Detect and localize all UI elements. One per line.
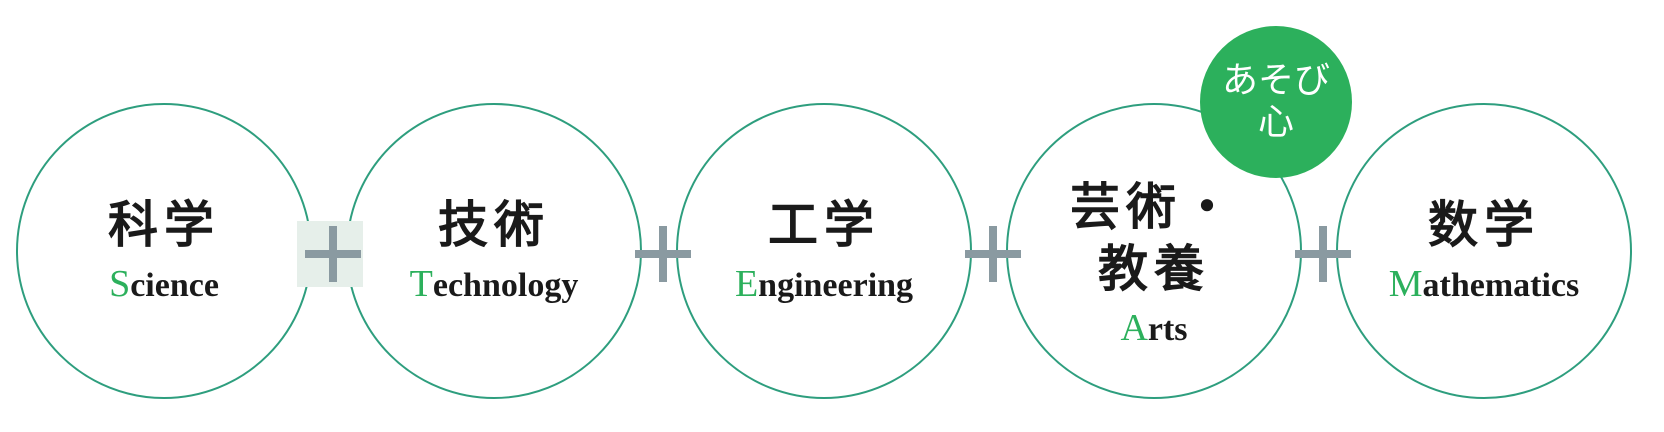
label-en-science: Science	[109, 263, 219, 305]
label-jp-arts: 芸術・ 教養	[1070, 178, 1238, 298]
circle-technology: 技術 Technology	[346, 103, 642, 399]
label-en-arts: Arts	[1120, 307, 1188, 349]
plus-icon	[635, 226, 691, 282]
label-jp-technology: 技術	[438, 196, 550, 254]
label-en-mathematics: Mathematics	[1388, 263, 1580, 305]
label-jp-mathematics: 数学	[1428, 196, 1540, 254]
plus-icon	[965, 226, 1021, 282]
circle-science: 科学 Science	[16, 103, 312, 399]
plus-icon	[1295, 226, 1351, 282]
circle-mathematics: 数学 Mathematics	[1336, 103, 1632, 399]
plus-icon	[305, 226, 361, 282]
label-en-engineering: Engineering	[734, 263, 914, 305]
asobi-gokoro-badge: あそび 心	[1200, 26, 1352, 178]
label-en-technology: Technology	[409, 263, 579, 305]
badge-line-2: 心	[1257, 102, 1294, 143]
circle-engineering: 工学 Engineering	[676, 103, 972, 399]
badge-line-1: あそび	[1221, 60, 1330, 101]
label-jp-science: 科学	[108, 196, 220, 254]
label-jp-engineering: 工学	[768, 196, 880, 254]
